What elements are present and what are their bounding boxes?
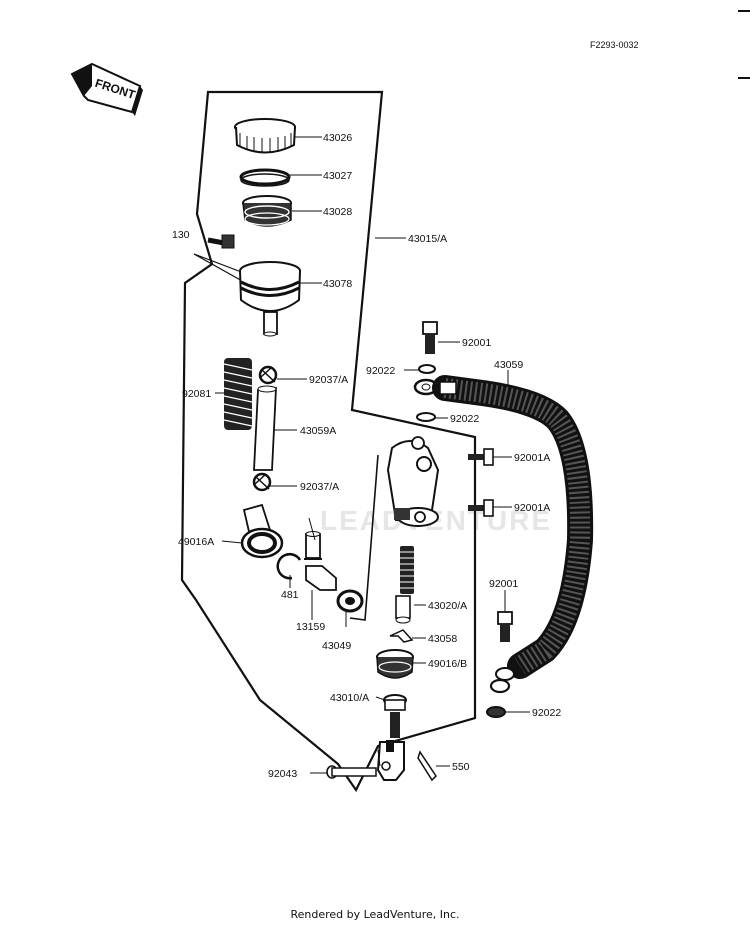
- label-43015A: 43015/A: [408, 233, 447, 245]
- brake-hose: [432, 375, 594, 681]
- washer-top: [418, 364, 436, 374]
- label-92037A-bottom: 92037/A: [300, 481, 339, 493]
- label-49016B: 49016/B: [428, 658, 467, 670]
- dust-boot: [376, 649, 414, 679]
- inner-bracket: [349, 454, 379, 621]
- washer-bottom: [486, 706, 506, 718]
- label-92001-top: 92001: [462, 337, 491, 349]
- label-43026: 43026: [323, 132, 352, 144]
- diaphragm-ring: [239, 168, 291, 187]
- label-92081: 92081: [182, 388, 211, 400]
- assembly-outline: [180, 90, 477, 793]
- label-550: 550: [452, 761, 470, 773]
- label-43027: 43027: [323, 170, 352, 182]
- label-43028: 43028: [323, 206, 352, 218]
- leader-lines: [215, 136, 530, 774]
- clip-43058: [389, 629, 414, 643]
- footer-credit: Rendered by LeadVenture, Inc.: [290, 908, 460, 921]
- hose-clamp-top: [258, 365, 278, 385]
- reservoir-cap: [234, 118, 296, 154]
- label-92037A-top: 92037/A: [309, 374, 348, 386]
- reservoir-tank: [239, 261, 301, 337]
- label-49016A: 49016A: [178, 536, 214, 548]
- piston-assembly: [395, 546, 414, 624]
- label-13159: 13159: [296, 621, 325, 633]
- label-481: 481: [281, 589, 299, 601]
- label-43078: 43078: [323, 278, 352, 290]
- spring-92081: [223, 358, 253, 430]
- washer-lower: [489, 678, 511, 694]
- banjo-bolt-lower: [497, 611, 513, 642]
- push-rod: [376, 694, 407, 781]
- label-43020A: 43020/A: [428, 600, 467, 612]
- seal-43049: [336, 589, 364, 613]
- washer-mid: [416, 412, 436, 422]
- circlip-481: [276, 553, 302, 580]
- cotter-pin-550: [417, 750, 437, 782]
- connector-13159: [304, 531, 337, 591]
- label-43058: 43058: [428, 633, 457, 645]
- banjo-bolt-top: [422, 321, 438, 354]
- elbow-fitting: [240, 503, 284, 559]
- label-92001-low: 92001: [489, 578, 518, 590]
- diaphragm: [242, 195, 292, 227]
- label-92022-bottom: 92022: [532, 707, 561, 719]
- label-92022-mid: 92022: [450, 413, 479, 425]
- label-43049: 43049: [322, 640, 351, 652]
- edge-mark-top: [738, 10, 750, 12]
- label-43059: 43059: [494, 359, 523, 371]
- clevis-pin: [326, 765, 377, 779]
- label-43010A: 43010/A: [330, 692, 369, 704]
- label-92001A-top: 92001A: [514, 452, 550, 464]
- mount-bolt-top: [468, 448, 494, 466]
- edge-mark-bottom: [738, 77, 750, 79]
- screw-130: [207, 234, 235, 249]
- label-92022-top: 92022: [366, 365, 395, 377]
- hose-clamp-bottom: [252, 472, 272, 492]
- label-43059A: 43059A: [300, 425, 336, 437]
- master-cylinder-body: [386, 436, 440, 527]
- label-92001A-bottom: 92001A: [514, 502, 550, 514]
- figure-reference: F2293-0032: [590, 40, 639, 50]
- reservoir-hose: [253, 385, 277, 471]
- mount-bolt-bottom: [468, 499, 494, 517]
- label-92043: 92043: [268, 768, 297, 780]
- label-130: 130: [172, 229, 190, 241]
- front-arrow-icon: FRONT: [70, 62, 143, 116]
